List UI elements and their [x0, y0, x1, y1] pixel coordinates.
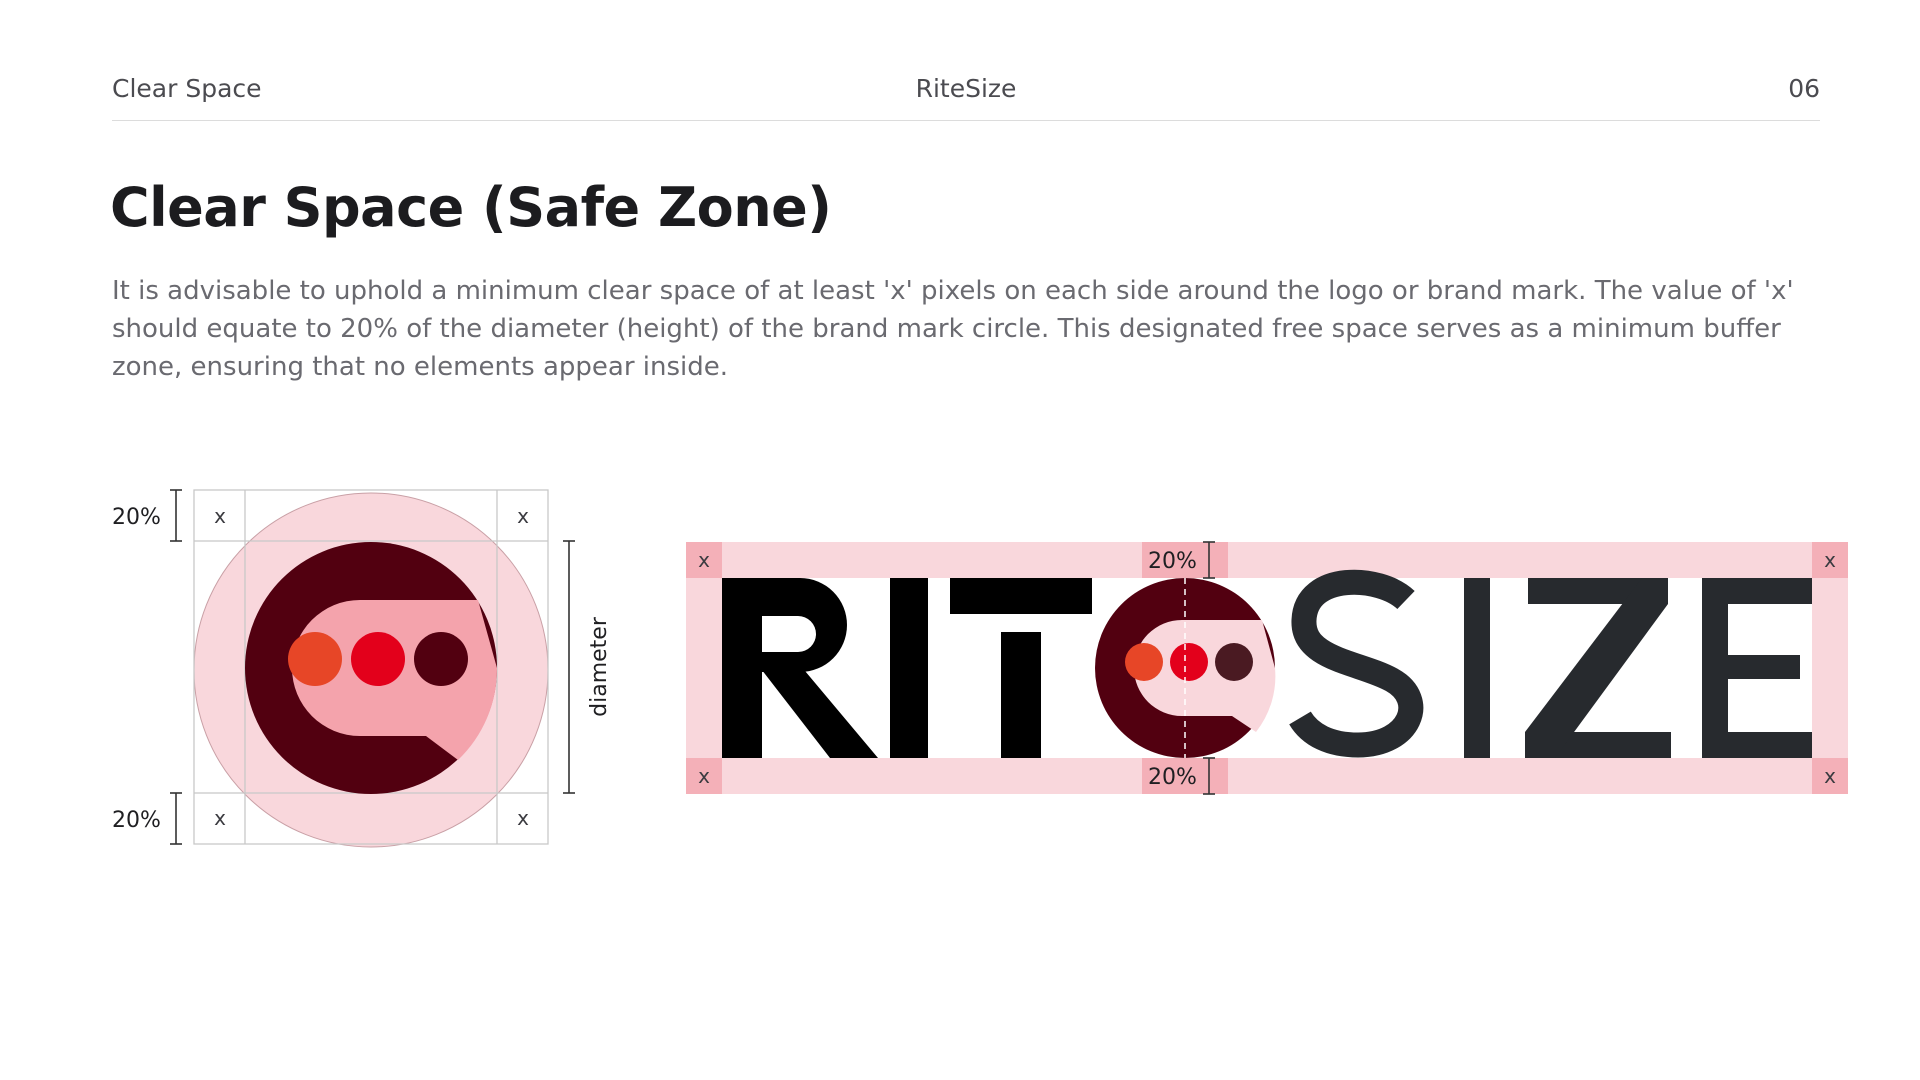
section-name: Clear Space: [112, 74, 262, 103]
page-description: It is advisable to uphold a minimum clea…: [112, 276, 1794, 382]
diameter-label: diameter: [587, 616, 612, 717]
corner-marker-bottom-left: x: [214, 806, 226, 830]
top-margin-bracket: [170, 489, 182, 542]
corner-marker-bottom-right: x: [517, 806, 529, 830]
wordmark-corner-marker-top-right: x: [1824, 548, 1836, 572]
wordmark-corner-marker-bottom-right: x: [1824, 764, 1836, 788]
diameter-bracket: [563, 540, 575, 794]
page-number: 06: [1788, 74, 1820, 103]
page-title: Clear Space (Safe Zone): [110, 176, 832, 239]
wordmark-corner-marker-bottom-left: x: [698, 764, 710, 788]
brandmark-clear-space-diagram: x x x x 20% 20% diameter: [112, 489, 612, 848]
bottom-margin-bracket: [170, 792, 182, 845]
wordmark-bottom-margin-bracket: [1203, 757, 1215, 795]
clear-space-grid-outer: [193, 489, 549, 845]
brandmark-logo: [245, 542, 498, 794]
wordmark-top-margin-label: 20%: [1148, 549, 1197, 574]
top-margin-label: 20%: [112, 505, 161, 530]
wordmark-corner-marker-top-left: x: [698, 548, 710, 572]
wordmark-logo: [722, 569, 1812, 758]
corner-marker-top-right: x: [517, 504, 529, 528]
page-header: Clear Space RiteSize 06: [112, 74, 1820, 121]
wordmark-clear-space-diagram: x x x x: [686, 541, 1848, 795]
brand-name: RiteSize: [915, 74, 1017, 103]
wordmark-top-margin-bracket: [1203, 541, 1215, 579]
bottom-margin-label: 20%: [112, 808, 161, 833]
corner-marker-top-left: x: [214, 504, 226, 528]
wordmark-bottom-margin-label: 20%: [1148, 765, 1197, 790]
